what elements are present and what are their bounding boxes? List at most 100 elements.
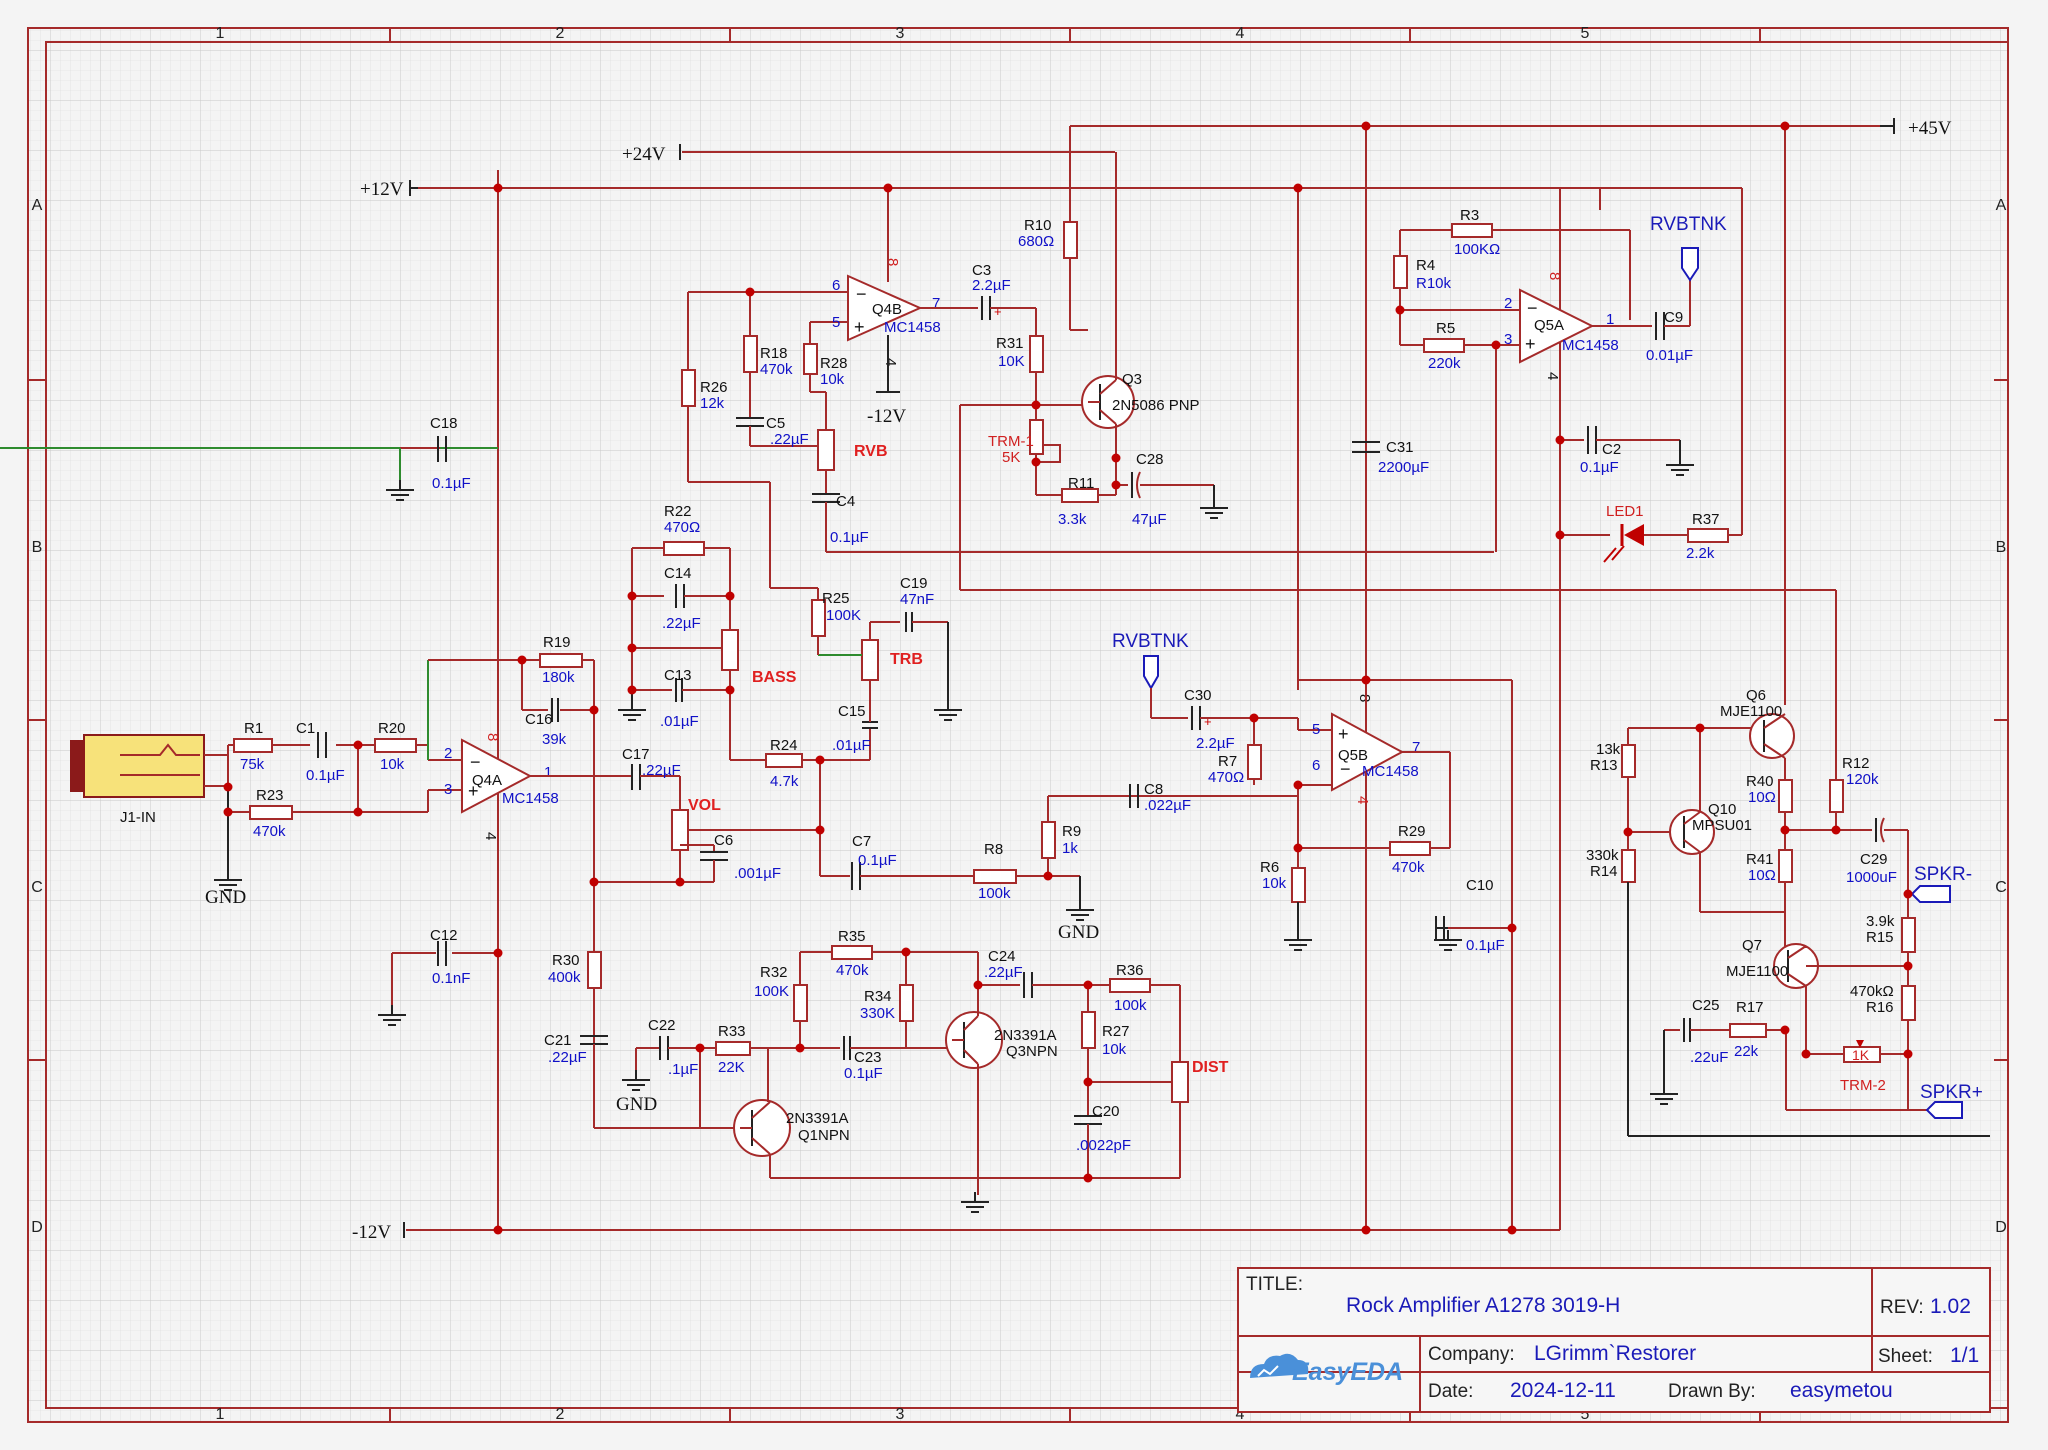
rev-value: 1.02	[1930, 1295, 1971, 1318]
svg-text:R16: R16	[1866, 999, 1894, 1016]
svg-text:R36: R36	[1116, 962, 1144, 979]
svg-text:0.1µF: 0.1µF	[306, 767, 345, 784]
control-label-bass: BASS	[752, 669, 797, 686]
rail-label-m12: -12V	[352, 1222, 391, 1243]
svg-text:4: 4	[1544, 372, 1561, 380]
resistor-r23: R23 470k	[249, 787, 293, 840]
svg-text:C28: C28	[1136, 451, 1164, 468]
sheet-value: 1/1	[1950, 1344, 1979, 1367]
svg-text:470k: 470k	[836, 962, 869, 979]
svg-text:−: −	[1527, 298, 1538, 318]
svg-text:R37: R37	[1692, 511, 1720, 528]
svg-text:4: 4	[882, 358, 899, 366]
svg-text:C21: C21	[544, 1032, 572, 1049]
svg-text:0.1µF: 0.1µF	[1580, 459, 1619, 476]
svg-text:400k: 400k	[548, 969, 581, 986]
junction-dots	[223, 121, 1913, 1235]
col-label: 1	[216, 25, 225, 42]
svg-text:R26: R26	[700, 379, 728, 396]
svg-text:R24: R24	[770, 737, 798, 754]
svg-text:2.2k: 2.2k	[1686, 545, 1715, 562]
svg-text:.22µF: .22µF	[642, 762, 681, 779]
svg-text:2: 2	[1504, 295, 1512, 312]
svg-text:10k: 10k	[1102, 1041, 1127, 1058]
control-label-vol: VOL	[688, 797, 721, 814]
svg-text:C25: C25	[1692, 997, 1720, 1014]
resistor-r30: R30 400k	[548, 951, 602, 989]
svg-text:C31: C31	[1386, 439, 1414, 456]
svg-text:R6: R6	[1260, 859, 1279, 876]
svg-text:+: +	[1204, 714, 1212, 729]
svg-text:R18: R18	[760, 345, 788, 362]
col-label: 3	[896, 1406, 905, 1423]
svg-text:C7: C7	[852, 833, 871, 850]
rail-label-m12-q4b: -12V	[867, 406, 906, 427]
svg-text:47nF: 47nF	[900, 591, 934, 608]
svg-text:C29: C29	[1860, 851, 1888, 868]
capacitor-c16: C16 39k	[525, 698, 567, 748]
net-flag-rvbtnk-mid: RVBTNK	[1112, 631, 1189, 652]
svg-text:R5: R5	[1436, 320, 1455, 337]
svg-text:2.2µF: 2.2µF	[1196, 735, 1235, 752]
svg-text:−: −	[1340, 759, 1351, 779]
svg-text:R8: R8	[984, 841, 1003, 858]
output-stage-section: SPKR- SPKR+ Q6 MJE1100 13k R13 Q10 MPSU0…	[1586, 687, 1990, 1137]
net-flag-spkr-plus: SPKR+	[1920, 1082, 1983, 1103]
svg-text:R10: R10	[1024, 217, 1052, 234]
svg-text:47µF: 47µF	[1132, 511, 1167, 528]
svg-text:.01µF: .01µF	[832, 737, 871, 754]
svg-text:.0022pF: .0022pF	[1076, 1137, 1131, 1154]
svg-text:R15: R15	[1866, 929, 1894, 946]
input-jack-j1: J1-IN	[70, 734, 228, 826]
svg-text:0.1µF: 0.1µF	[1466, 937, 1505, 954]
resistor-r1: R1 75k	[233, 720, 273, 773]
svg-text:8: 8	[1546, 272, 1563, 280]
svg-text:10Ω: 10Ω	[1748, 867, 1776, 884]
svg-text:R13: R13	[1590, 757, 1618, 774]
svg-text:2N3391A: 2N3391A	[786, 1110, 849, 1127]
svg-text:MC1458: MC1458	[884, 319, 941, 336]
svg-text:R12: R12	[1842, 755, 1870, 772]
svg-text:2N3391A: 2N3391A	[994, 1027, 1057, 1044]
svg-text:6: 6	[1312, 757, 1320, 774]
svg-text:+: +	[1525, 334, 1536, 354]
svg-text:R28: R28	[820, 355, 848, 372]
svg-text:5K: 5K	[1002, 449, 1020, 466]
svg-text:+: +	[994, 304, 1002, 319]
svg-text:C30: C30	[1184, 687, 1212, 704]
svg-text:+: +	[854, 317, 865, 337]
svg-text:1K: 1K	[1852, 1047, 1870, 1063]
svg-text:22K: 22K	[718, 1059, 745, 1076]
svg-text:8: 8	[1356, 694, 1373, 702]
svg-text:12k: 12k	[700, 395, 725, 412]
svg-text:C18: C18	[430, 415, 458, 432]
svg-text:10k: 10k	[820, 371, 845, 388]
svg-text:LED1: LED1	[1606, 503, 1644, 520]
svg-text:R23: R23	[256, 787, 284, 804]
svg-text:C16: C16	[525, 711, 553, 728]
gnd-label: GND	[205, 887, 246, 908]
svg-text:R32: R32	[760, 964, 788, 981]
svg-text:2.2µF: 2.2µF	[972, 277, 1011, 294]
row-label: D	[31, 1219, 43, 1236]
svg-text:R7: R7	[1218, 753, 1237, 770]
svg-text:C20: C20	[1092, 1103, 1120, 1120]
col-label: 2	[556, 25, 565, 42]
svg-text:R17: R17	[1736, 999, 1764, 1016]
power-rails	[403, 118, 1895, 1238]
svg-text:+: +	[468, 781, 479, 801]
svg-text:0.1µF: 0.1µF	[830, 529, 869, 546]
svg-text:470kΩ: 470kΩ	[1850, 983, 1894, 1000]
row-label: A	[1996, 197, 2007, 214]
svg-text:2N5086 PNP: 2N5086 PNP	[1112, 397, 1200, 414]
col-label: 5	[1581, 25, 1590, 42]
capacitor-c1: C1 0.1µF	[296, 720, 345, 784]
row-label: C	[31, 879, 43, 896]
control-label-dist: DIST	[1192, 1059, 1229, 1076]
svg-text:7: 7	[932, 295, 940, 312]
svg-text:C3: C3	[972, 262, 991, 279]
svg-text:Q6: Q6	[1746, 687, 1766, 704]
company-label: Company:	[1428, 1344, 1515, 1365]
svg-text:Q4B: Q4B	[872, 301, 902, 318]
